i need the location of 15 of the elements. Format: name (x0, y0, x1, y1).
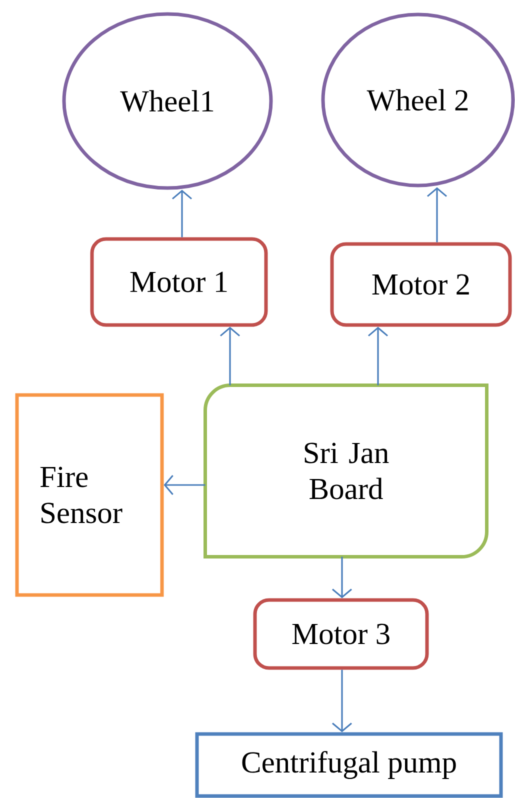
arrow (332, 556, 352, 598)
arrow (332, 670, 352, 732)
process-box: Motor 1 (90, 237, 268, 327)
board-box: Sri Jan Board (204, 384, 488, 558)
process-box: Motor 3 (253, 598, 429, 670)
process-box: Motor 2 (330, 242, 512, 327)
ellipse-node: Wheel 2 (321, 12, 515, 188)
arrow (172, 190, 192, 238)
sensor-box: Fire Sensor (15, 393, 164, 597)
arrow (220, 326, 240, 386)
arrow (368, 326, 388, 386)
arrow (426, 187, 448, 242)
arrow (164, 475, 206, 496)
ellipse-node: Wheel1 (62, 12, 273, 190)
pump-box: Centrifugal pump (195, 732, 503, 798)
